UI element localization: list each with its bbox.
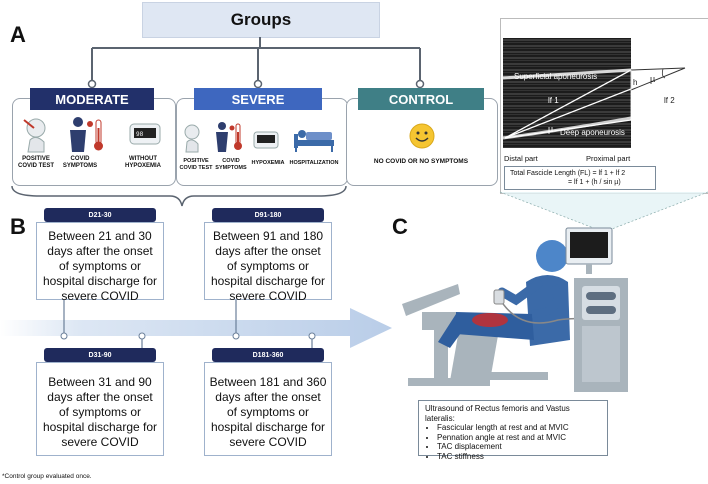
moderate-item-3: WITHOUT HYPOXEMIA xyxy=(124,156,161,169)
h-label: h xyxy=(633,78,638,87)
ultrasound-heading: Ultrasound of Rectus femoris and Vastus … xyxy=(425,404,570,423)
ultrasound-machine xyxy=(565,227,628,392)
thermometer-icon xyxy=(94,119,103,151)
superficial-aponeurosis-label: Superficial aponeurosis xyxy=(514,72,598,81)
moderate-header: MODERATE xyxy=(30,88,154,110)
lf2-label: lf 2 xyxy=(664,96,675,105)
panel-label-b: B xyxy=(10,214,26,239)
mu-label-upper: µ xyxy=(650,74,656,84)
severe-item-4: HOSPITALIZATION xyxy=(289,160,339,166)
groups-title: Groups xyxy=(142,2,380,38)
severe-item-1: POSITIVE COVID TEST xyxy=(179,158,213,171)
fascicle-overlay xyxy=(504,67,686,139)
measure-item: Fascicular length at rest and at MVIC xyxy=(437,423,601,433)
fascicle-length-formula: Total Fascicle Length (FL) = lf 1 + lf 2… xyxy=(504,166,656,190)
timepoint-tag-d181-360: D181-360 xyxy=(212,348,324,362)
covid-test-icon xyxy=(184,124,200,153)
oximeter-icon xyxy=(253,131,279,149)
timepoint-tag-d91-180: D91-180 xyxy=(212,208,324,222)
control-item: NO COVID OR NO SYMPTOMS xyxy=(373,158,469,165)
thermometer-icon xyxy=(234,123,242,150)
panel-label-c: C xyxy=(392,214,408,239)
severe-item-2: COVID SYMPTOMS xyxy=(215,158,247,171)
severe-icons xyxy=(184,122,334,153)
formula-line-2: = lf 1 + (h / sin µ) xyxy=(568,179,621,186)
ultrasound-scene xyxy=(402,227,628,392)
lf1-label: lf 1 xyxy=(548,96,559,105)
severe-header: SEVERE xyxy=(194,88,322,110)
timepoint-text-d21-30: Between 21 and 30 days after the onset o… xyxy=(36,222,164,303)
timepoint-text-d181-360: Between 181 and 360 days after the onset… xyxy=(204,362,332,456)
measure-item: TAC displacement xyxy=(437,442,601,452)
proximal-part-label: Proximal part xyxy=(586,154,631,163)
control-header: CONTROL xyxy=(358,88,484,110)
panel-label-a: A xyxy=(10,22,26,47)
mu-label-lower: µ xyxy=(548,124,554,134)
hospital-bed-icon xyxy=(294,130,334,152)
moderate-item-2: COVID SYMPTOMS xyxy=(62,156,98,169)
covid-test-icon xyxy=(23,118,46,153)
measure-item: Pennation angle at rest and at MVIC xyxy=(437,433,601,443)
oximeter-icon: 98 xyxy=(129,123,161,145)
deep-aponeurosis-label: Deep aponeurosis xyxy=(560,128,625,137)
ultrasound-measures-box: Ultrasound of Rectus femoris and Vastus … xyxy=(418,400,608,461)
moderate-icons: 98 xyxy=(23,117,161,153)
timepoint-tag-d31-90: D31-90 xyxy=(44,348,156,362)
smiley-icon xyxy=(409,123,435,149)
person-figure xyxy=(438,240,570,348)
timepoint-tag-d21-30: D21-30 xyxy=(44,208,156,222)
measure-item: TAC stiffness xyxy=(437,452,601,462)
timepoint-text-d91-180: Between 91 and 180 days after the onset … xyxy=(204,222,332,303)
formula-line-1: Total Fascicle Length (FL) = lf 1 + lf 2 xyxy=(510,170,626,177)
dynamometer-chair xyxy=(402,284,548,386)
footnote: *Control group evaluated once. xyxy=(2,473,92,480)
person-symptoms-icon xyxy=(70,117,93,152)
distal-part-label: Distal part xyxy=(504,154,538,163)
svg-text:98: 98 xyxy=(136,131,144,138)
severe-item-3: HYPOXEMIA xyxy=(251,160,285,166)
timepoint-text-d31-90: Between 31 and 90 days after the onset o… xyxy=(36,362,164,456)
person-symptoms-icon xyxy=(216,122,235,152)
timeline-arrow xyxy=(0,300,392,348)
moderate-item-1: POSITIVE COVID TEST xyxy=(17,156,54,169)
